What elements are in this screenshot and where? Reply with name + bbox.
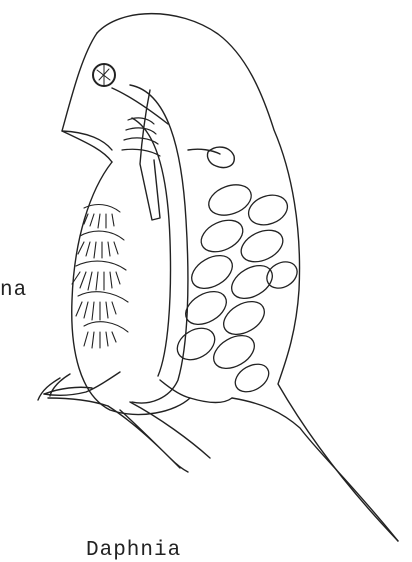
thoracic-legs: [72, 205, 128, 348]
carapace-outline: [97, 14, 398, 541]
side-label: na: [0, 279, 27, 302]
eye-texture: [97, 64, 110, 86]
dorsal-line: [188, 149, 220, 154]
tail-spine: [232, 398, 398, 541]
antenna-base: [112, 88, 168, 220]
egg-cluster: [172, 179, 302, 397]
caption-label: Daphnia: [86, 539, 181, 562]
gut-inner: [132, 118, 171, 376]
inner-body: [72, 162, 190, 414]
